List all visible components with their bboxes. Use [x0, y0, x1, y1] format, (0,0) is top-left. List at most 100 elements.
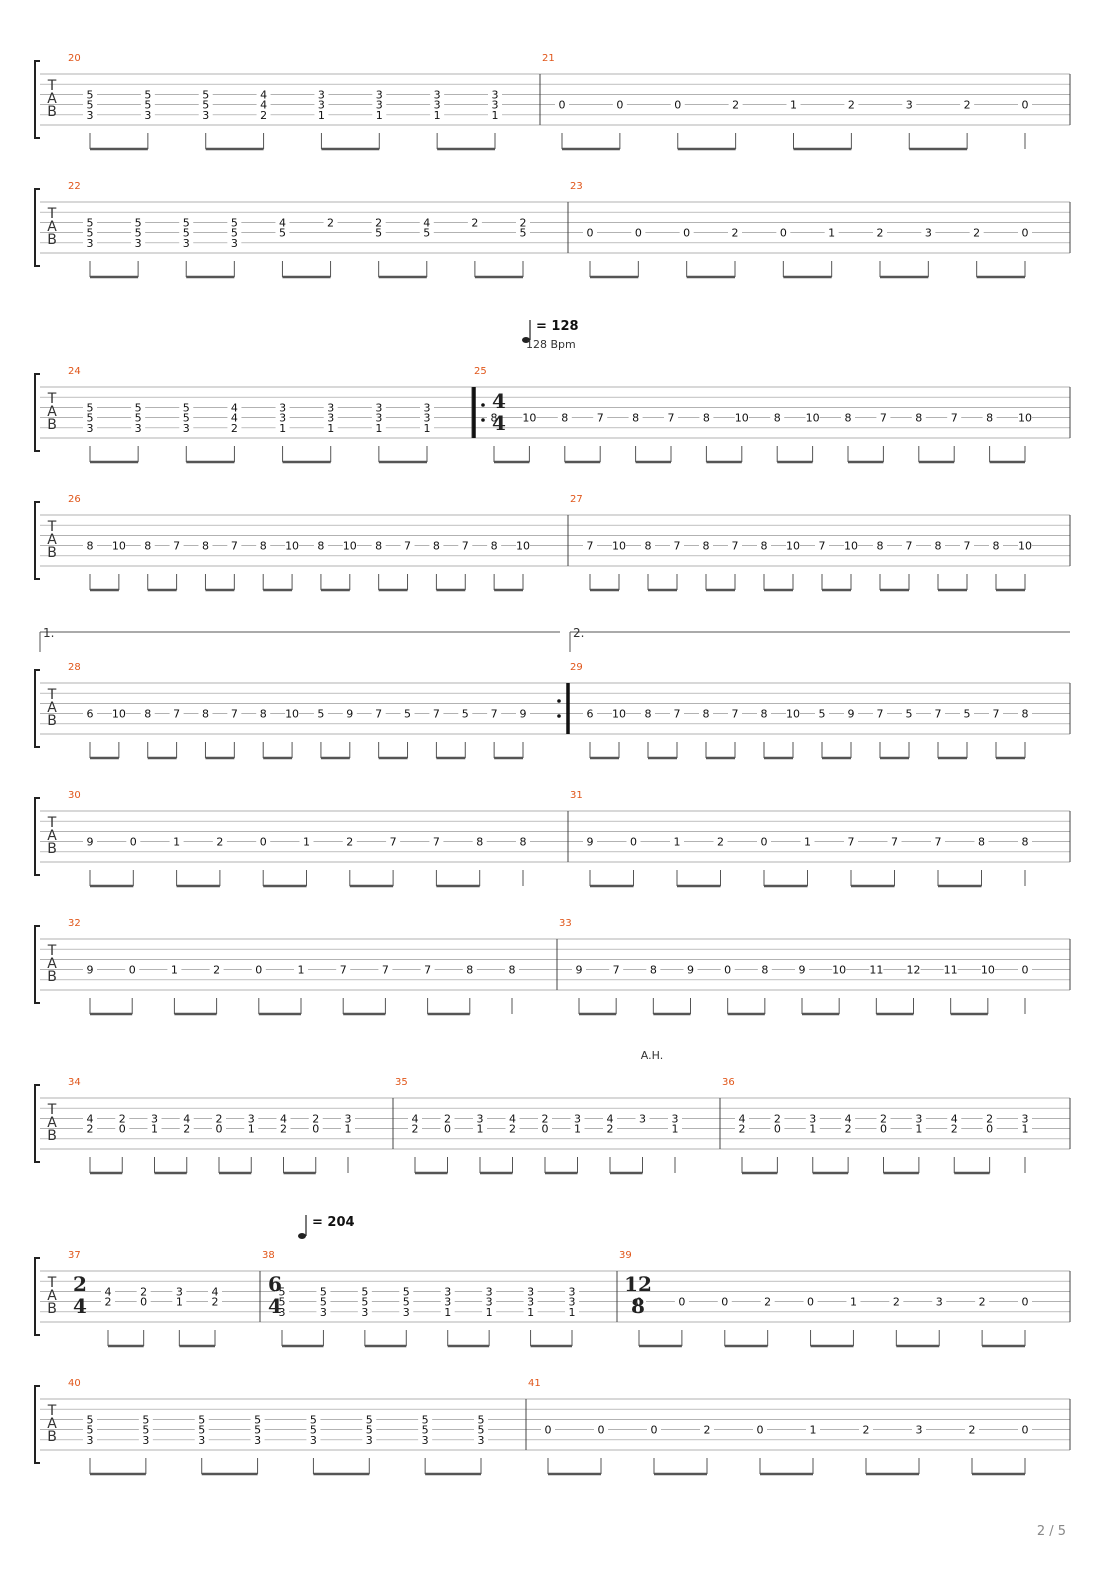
fret-number: 5 [403, 1285, 410, 1298]
fret-mask [832, 963, 847, 975]
fret-number: 5 [231, 216, 238, 229]
fret-number: 3 [478, 1434, 485, 1447]
fret-mask [844, 539, 858, 551]
fret-number: 3 [569, 1285, 576, 1298]
fret-number: 3 [527, 1285, 534, 1298]
fret-mask [1018, 963, 1032, 975]
fret-mask [83, 98, 97, 110]
fret-mask [308, 1122, 323, 1134]
fret-number: 0 [683, 227, 690, 240]
fret-mask [873, 226, 887, 238]
fret-mask [136, 1285, 151, 1297]
fret-number: 0 [542, 1123, 549, 1136]
fret-number: 5 [87, 412, 94, 425]
tempo-mark: = 128 [536, 319, 579, 334]
fret-mask [683, 963, 698, 975]
fret-mask [418, 1413, 433, 1425]
fret-mask [115, 1112, 130, 1124]
fret-number: 9 [346, 708, 353, 721]
fret-mask [227, 707, 242, 719]
fret-number: 3 [403, 1306, 410, 1319]
measure-number: 38 [262, 1250, 275, 1261]
fret-mask [83, 1413, 97, 1425]
fret-mask [276, 1122, 291, 1134]
fret-number: 5 [142, 1413, 149, 1426]
fret-number: 0 [545, 1424, 552, 1437]
fret-mask [841, 411, 855, 423]
fret-number: 1 [176, 1296, 183, 1309]
fret-number: 8 [1022, 708, 1029, 721]
tab-letter-t: T [47, 78, 57, 94]
fret-number: 5 [87, 99, 94, 112]
fret-number: 5 [403, 1296, 410, 1309]
fret-mask [538, 1112, 552, 1124]
fret-number: 9 [799, 964, 806, 977]
fret-mask [982, 1112, 997, 1124]
fret-number: 1 [850, 1296, 857, 1309]
fret-number: 3 [135, 237, 142, 250]
fret-mask [306, 1433, 321, 1445]
fret-mask [430, 88, 445, 100]
fret-mask [316, 1295, 331, 1307]
fret-mask [1018, 411, 1032, 423]
fret-mask [306, 1423, 321, 1435]
fret-number: 4 [280, 1112, 287, 1125]
fret-number: 5 [87, 227, 94, 240]
fret-number: 2 [119, 1112, 126, 1125]
measure-number: 23 [570, 181, 583, 192]
fret-number: 7 [587, 540, 594, 553]
fret-mask [594, 1423, 608, 1435]
fret-number: 1 [298, 964, 305, 977]
fret-mask [208, 1285, 222, 1297]
fret-mask [194, 1423, 209, 1435]
fret-number: 5 [183, 401, 190, 414]
fret-mask [169, 707, 184, 719]
fret-mask [126, 835, 141, 847]
fret-mask [227, 411, 242, 423]
fret-mask [488, 108, 502, 120]
fret-number: 4 [260, 99, 267, 112]
fret-mask [323, 401, 338, 413]
fret-mask [902, 98, 917, 110]
fret-number: 3 [87, 422, 94, 435]
fret-mask [541, 1423, 555, 1435]
fret-number: 3 [569, 1296, 576, 1309]
fret-mask [362, 1433, 377, 1445]
staff-bracket [34, 1084, 40, 1163]
fret-number: 0 [1022, 227, 1029, 240]
fret-number: 5 [279, 1296, 286, 1309]
fret-number: 5 [135, 401, 142, 414]
fret-number: 2 [231, 422, 238, 435]
tab-letter-t: T [47, 687, 57, 703]
fret-mask [371, 411, 386, 423]
fret-mask [876, 1122, 891, 1134]
fret-mask [440, 1122, 455, 1134]
fret-number: 1 [444, 1306, 451, 1319]
fret-mask [980, 963, 995, 975]
fret-number: 2 [87, 1123, 94, 1136]
fret-number: 3 [144, 109, 151, 122]
fret-number: 5 [366, 1413, 373, 1426]
fret-number: 0 [986, 1123, 993, 1136]
fret-number: 7 [906, 540, 913, 553]
fret-number: 3 [936, 1296, 943, 1309]
fret-number: 2 [140, 1285, 147, 1298]
fret-number: 5 [198, 1424, 205, 1437]
fret-number: 1 [151, 1123, 158, 1136]
time-signature-top: 2 [73, 1272, 87, 1296]
fret-mask [728, 539, 742, 551]
fret-mask [172, 1285, 187, 1297]
fret-mask [140, 108, 155, 120]
fret-number: 3 [376, 88, 383, 101]
fret-mask [169, 539, 184, 551]
tab-letter-b: B [47, 417, 57, 433]
fret-mask [131, 401, 146, 413]
fret-number: 9 [848, 708, 855, 721]
fret-mask [674, 1295, 689, 1307]
measure-number: 40 [68, 1378, 81, 1389]
fret-number: 3 [327, 401, 334, 414]
fret-mask [420, 963, 435, 975]
fret-number: 5 [135, 227, 142, 240]
fret-number: 2 [964, 99, 971, 112]
fret-number: 8 [202, 540, 209, 553]
